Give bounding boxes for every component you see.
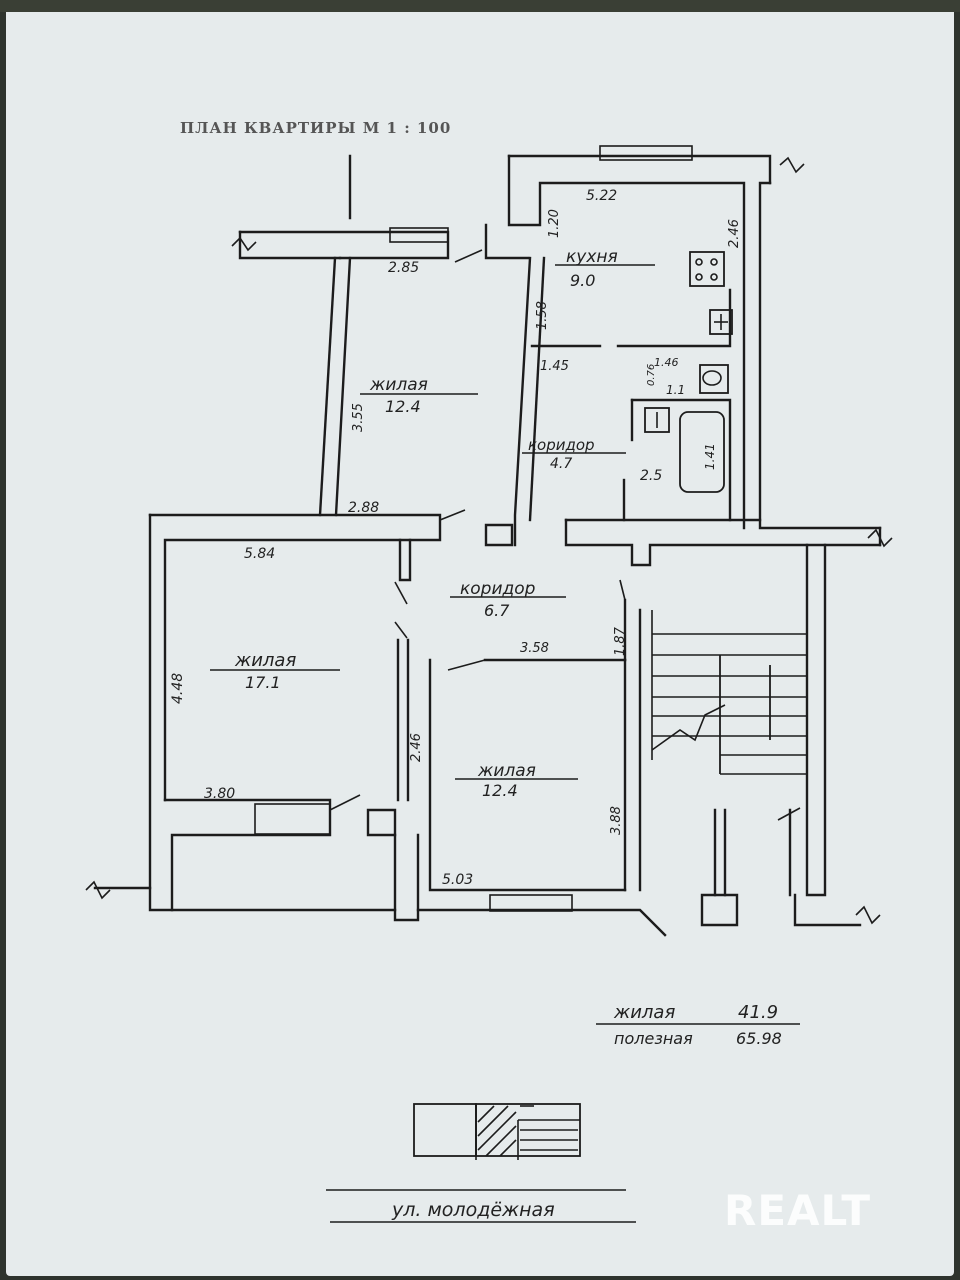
room-name-living-bottom: жилая	[477, 761, 536, 781]
room-area-corridor-main: 6.7	[484, 601, 510, 620]
dim-5-22: 5.22	[586, 188, 617, 204]
dim-1-58: 1.58	[535, 301, 550, 330]
background-edge	[0, 0, 960, 12]
room-area-living-bottom: 12.4	[482, 781, 518, 800]
dim-2-5: 2.5	[640, 468, 662, 484]
room-area-kitchen: 9.0	[570, 271, 595, 290]
summary-useful-label: полезная	[614, 1029, 693, 1048]
street-name: ул. молодёжная	[391, 1199, 555, 1221]
dim-2-46-kitchen: 2.46	[727, 219, 742, 248]
dim-2-85: 2.85	[388, 260, 419, 276]
dim-3-58: 3.58	[520, 641, 549, 656]
dim-1-46: 1.46	[654, 356, 679, 369]
dim-1-20: 1.20	[547, 209, 562, 238]
windows	[254, 145, 693, 912]
summary-living-label: жилая	[613, 1002, 675, 1023]
dim-0-76: 0.76	[646, 364, 657, 386]
room-area-living-top: 12.4	[385, 397, 421, 416]
kitchen-sink-icon	[709, 309, 733, 335]
area-summary: жилая 41.9 полезная 65.98	[596, 1002, 800, 1048]
dim-1-87: 1.87	[613, 626, 628, 656]
room-name-living-left: жилая	[234, 650, 296, 671]
room-area-living-left: 17.1	[245, 673, 281, 692]
door-swings	[329, 249, 801, 821]
bath-sink-icon	[644, 407, 670, 433]
summary-living-value: 41.9	[738, 1002, 778, 1023]
dim-3-55: 3.55	[351, 403, 366, 432]
dim-1-1: 1.1	[666, 383, 685, 397]
dim-5-03: 5.03	[442, 872, 473, 888]
dim-1-45: 1.45	[540, 359, 569, 374]
summary-useful-value: 65.98	[736, 1029, 782, 1048]
dim-2-88: 2.88	[348, 500, 379, 516]
fixtures	[644, 251, 733, 493]
walls	[93, 154, 882, 937]
stove-icon	[689, 251, 725, 287]
room-name-corridor-main: коридор	[460, 579, 536, 599]
plan-title: ПЛАН КВАРТИРЫ М 1 : 100	[180, 119, 451, 137]
dim-2-46-hall: 2.46	[409, 733, 424, 762]
site-key: ул. молодёжная	[326, 1103, 636, 1223]
dim-5-84: 5.84	[244, 546, 275, 562]
toilet-icon	[699, 364, 729, 394]
room-labels: кухня 9.0 жилая 12.4 коридор 4.7 коридор…	[210, 247, 655, 800]
break-lines	[85, 156, 893, 925]
room-area-corridor-small: 4.7	[550, 456, 572, 472]
bathtub-icon	[679, 411, 725, 493]
room-name-kitchen: кухня	[566, 247, 618, 267]
realt-logo: REALT	[724, 1186, 871, 1235]
dim-1-41: 1.41	[703, 443, 717, 470]
room-name-living-top: жилая	[369, 375, 428, 395]
dim-4-48: 4.48	[170, 673, 186, 704]
dim-3-88: 3.88	[609, 806, 624, 835]
dimension-labels: 5.22 2.85 1.20 2.46 1.58 1.45 1.46 0.76 …	[170, 188, 742, 888]
dim-3-80: 3.80	[204, 786, 235, 802]
room-name-corridor-small: коридор	[528, 436, 595, 454]
staircase	[651, 610, 807, 775]
